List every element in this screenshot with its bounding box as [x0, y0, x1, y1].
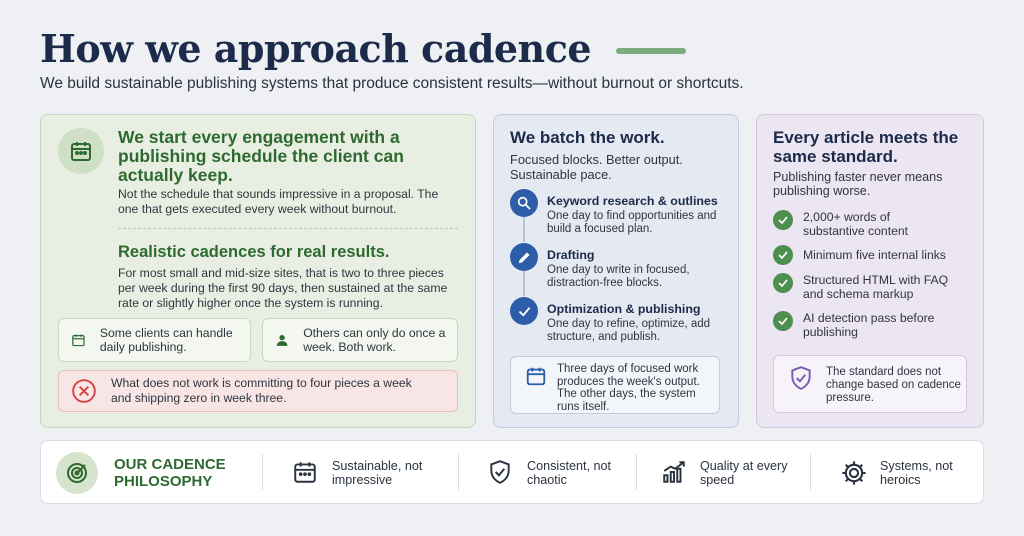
standard-heading: Every article meets the same standard.: [773, 128, 959, 166]
divider: [458, 454, 459, 490]
check-circle-icon: [773, 311, 793, 331]
calendar-icon: [294, 462, 316, 483]
step-connector: [523, 270, 525, 296]
growth-chart-icon: [663, 461, 685, 483]
warning-text: What does not work is committing to four…: [111, 376, 412, 405]
divider: [636, 454, 637, 490]
standard-subheading: Publishing faster never means publishing…: [773, 170, 943, 198]
batch-note: Three days of focused work produces the …: [510, 356, 720, 414]
pillar-label: Sustainable, not impressive: [332, 459, 423, 487]
shield-check-icon: [791, 366, 811, 390]
page-title: How we approach cadence: [40, 26, 592, 71]
daily-publishing-option: Some clients can handle daily publishing…: [58, 318, 251, 362]
weekly-publishing-option: Others can only do once a week. Both wor…: [262, 318, 458, 362]
schedule-heading: We start every engagement with a publish…: [118, 127, 404, 185]
shield-check-icon: [490, 460, 510, 484]
page-subtitle: We build sustainable publishing systems …: [40, 75, 744, 92]
calendar-icon: [58, 128, 104, 174]
person-icon: [276, 334, 288, 346]
step-connector: [523, 216, 525, 242]
pillar-label: Consistent, not chaotic: [527, 459, 612, 487]
check-circle-icon: [773, 245, 793, 265]
standard-item: Structured HTML with FAQ and schema mark…: [803, 273, 949, 301]
gear-icon: [842, 461, 866, 485]
title-accent-bar: [616, 48, 686, 54]
standard-item: 2,000+ words of substantive content: [803, 210, 909, 238]
realistic-cadence-body: For most small and mid-size sites, that …: [118, 266, 448, 310]
realistic-cadence-heading: Realistic cadences for real results.: [118, 243, 390, 261]
batch-note-text: Three days of focused work produces the …: [557, 363, 700, 413]
pillar-label: Quality at every speed: [700, 459, 788, 487]
divider: [262, 454, 263, 490]
standard-note: The standard does not change based on ca…: [773, 355, 967, 413]
step-keyword-title: Keyword research & outlines: [547, 194, 718, 208]
standard-note-text: The standard does not change based on ca…: [826, 366, 961, 404]
step-optimization-title: Optimization & publishing: [547, 302, 701, 316]
schedule-divider: [118, 228, 458, 229]
step-drafting-body: One day to write in focused, distraction…: [547, 264, 690, 289]
pillar-label: Systems, not heroics: [880, 459, 953, 487]
philosophy-bar: [40, 440, 984, 504]
search-icon: [510, 189, 538, 217]
calendar-icon: [72, 334, 85, 347]
schedule-body: Not the schedule that sounds impressive …: [118, 187, 439, 216]
batch-heading: We batch the work.: [510, 128, 665, 147]
check-circle-icon: [773, 210, 793, 230]
standard-item: AI detection pass before publishing: [803, 311, 935, 339]
calendar-icon: [526, 367, 546, 386]
step-optimization-body: One day to refine, optimize, add structu…: [547, 318, 711, 343]
standard-item: Minimum five internal links: [803, 248, 946, 262]
check-circle-icon: [773, 273, 793, 293]
step-drafting-title: Drafting: [547, 248, 595, 262]
divider: [810, 454, 811, 490]
batch-subheading: Focused blocks. Better output. Sustainab…: [510, 152, 683, 182]
error-x-icon: [72, 379, 96, 403]
step-keyword-body: One day to find opportunities and build …: [547, 210, 717, 235]
weekly-publishing-label: Others can only do once a week. Both wor…: [303, 326, 446, 354]
daily-publishing-label: Some clients can handle daily publishing…: [99, 326, 233, 354]
target-icon: [56, 452, 98, 494]
philosophy-title: OUR CADENCE PHILOSOPHY: [114, 456, 226, 490]
pencil-icon: [510, 243, 538, 271]
warning-box: What does not work is committing to four…: [58, 370, 458, 412]
check-icon: [510, 297, 538, 325]
